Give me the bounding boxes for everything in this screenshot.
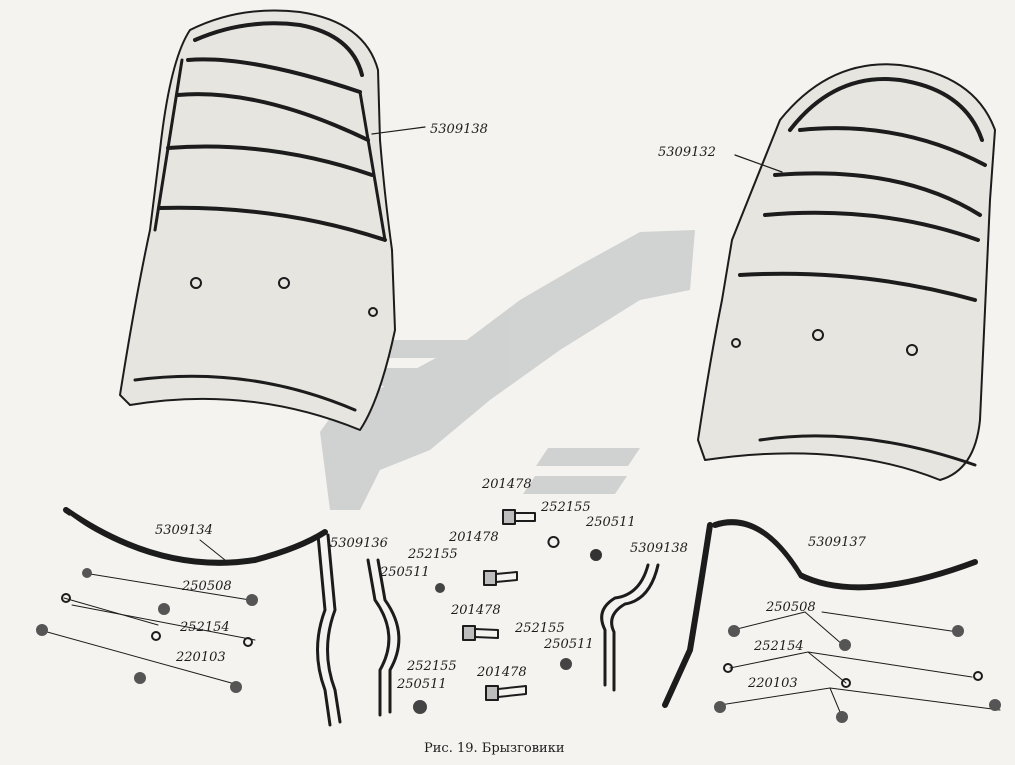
nut-icon [82, 568, 92, 578]
part-label-screw-right: 220103 [747, 676, 798, 691]
part-label-washer-a: 252155 [407, 547, 458, 562]
fender-right [697, 63, 996, 481]
washer-icon [243, 637, 253, 647]
screw-icon [230, 681, 242, 693]
part-label-lockwasher-left: 252154 [179, 620, 230, 635]
part-label-washer-top: 252155 [540, 500, 591, 515]
nut-icon [158, 603, 170, 615]
part-label-bolt-b: 201478 [450, 603, 501, 618]
strap-left [63, 507, 328, 570]
bracket-left-long [316, 533, 342, 727]
nut-icon [952, 625, 964, 637]
part-label-nut-left: 250508 [181, 579, 232, 594]
bolt-icon [483, 570, 518, 586]
part-label-bolt-a: 201478 [448, 530, 499, 545]
bolt-icon [485, 685, 527, 701]
screw-icon [714, 701, 726, 713]
washer-icon [61, 593, 71, 603]
part-label-lockwasher-right: 252154 [753, 639, 804, 654]
part-label-bracket-right: 5309138 [630, 541, 688, 556]
left-fasteners [39, 572, 256, 685]
part-label-nut-c: 250511 [396, 677, 447, 692]
bracket-left-short [366, 558, 401, 717]
part-label-fender-left: 5309138 [430, 122, 488, 137]
part-label-nut-right: 250508 [765, 600, 816, 615]
bolt-icon [462, 625, 499, 641]
part-label-fender-right: 5309132 [658, 145, 716, 160]
part-label-bolt-top: 201478 [481, 477, 532, 492]
part-label-nut-a: 250511 [379, 565, 430, 580]
washer-icon [151, 631, 161, 641]
washer-icon [841, 678, 851, 688]
bracket-right [600, 563, 660, 692]
part-label-strap-right: 5309137 [808, 535, 867, 550]
nut-icon [435, 583, 445, 593]
nut-icon [413, 700, 427, 714]
nut-icon [590, 549, 602, 561]
screw-icon [989, 699, 1001, 711]
right-fasteners [719, 611, 1001, 713]
screw-icon [836, 711, 848, 723]
part-label-screw-left: 220103 [175, 650, 226, 665]
washer-icon [547, 536, 560, 548]
part-label-bracket-left: 5309136 [330, 536, 388, 551]
nut-icon [839, 639, 851, 651]
part-label-strap-left: 5309134 [155, 523, 213, 538]
strap-right [662, 519, 978, 708]
figure-caption: Рис. 19. Брызговики [424, 741, 565, 756]
leader-line [199, 539, 226, 561]
part-label-nut-top: 250511 [585, 515, 636, 530]
nut-icon [560, 658, 572, 670]
part-label-washer-b: 252155 [514, 621, 565, 636]
screw-icon [36, 624, 48, 636]
nut-icon [728, 625, 740, 637]
part-label-washer-c: 252155 [406, 659, 457, 674]
washer-icon [973, 671, 983, 681]
leader-line [371, 126, 426, 135]
nut-icon [246, 594, 258, 606]
fender-left [119, 9, 396, 431]
leader-line [734, 154, 783, 173]
part-label-nut-b: 250511 [543, 637, 594, 652]
screw-icon [134, 672, 146, 684]
bolt-icon [502, 509, 536, 525]
part-label-bolt-c: 201478 [476, 665, 527, 680]
washer-icon [723, 663, 733, 673]
